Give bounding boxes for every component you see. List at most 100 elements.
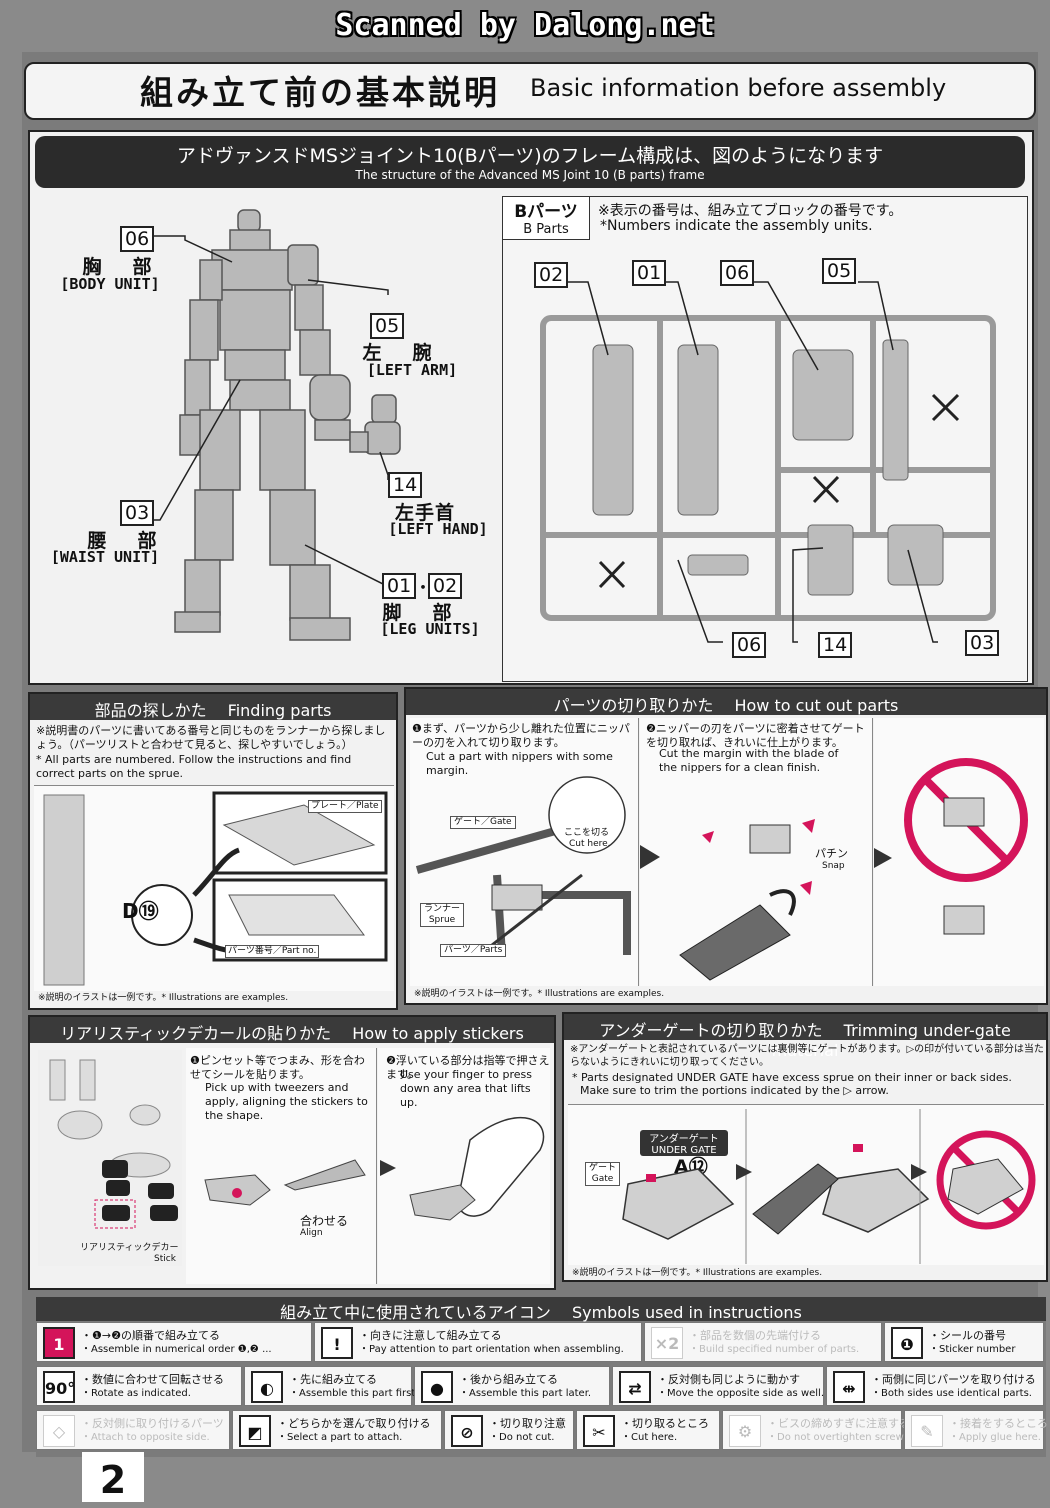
sticker-number-label-jp: ・シールの番号 (929, 1329, 1006, 1342)
sticker-sheet-illustration (49, 1059, 178, 1229)
unit-label-waist-en: [WAIST UNIT] (50, 548, 160, 566)
under-gate-heading-en: Trimming under-gate material (771, 1021, 1011, 1060)
screw-icon: ⚙ (729, 1415, 761, 1447)
icons-heading: 組み立て中に使用されているアイコン Symbols used in instru… (36, 1297, 1046, 1322)
unit-label-left-arm-en: [LEFT ARM] (366, 361, 458, 379)
cut-step2-text-en: Cut the margin with the blade of the nip… (659, 747, 839, 774)
move-opposite-label-en: ・Move the opposite side as well. (657, 1388, 825, 1399)
under-gate-badge: アンダーゲート UNDER GATE (640, 1130, 728, 1156)
runner-label-en: Sprue (428, 915, 456, 925)
do-not-cut-label-en: ・Do not cut. (489, 1432, 555, 1443)
unit-number-01: 01 (382, 573, 417, 599)
sprue-part-02 (592, 344, 634, 516)
cut-step1-text-jp: ❶まず、パーツから少し離れた位置にニッパーの刃を入れて切り取ります。 (412, 722, 630, 749)
assemble-later-label-jp: ・後から組み立てる (459, 1373, 558, 1386)
cut-parts-heading-jp: パーツの切り取りかた (553, 696, 714, 715)
attach-opposite-label-en: ・Attach to opposite side. (81, 1432, 210, 1443)
unit-number-14: 14 (388, 472, 423, 498)
no-sign-icon (904, 758, 1028, 882)
icons-heading-jp: 組み立て中に使用されているアイコン (280, 1303, 551, 1322)
icon-legend-screw: ⚙・ビスの締めすぎに注意する・Do not overtighten screws… (722, 1410, 912, 1450)
sprue-diagram-box (502, 196, 1028, 682)
select-part-icon: ◩ (239, 1415, 271, 1447)
cut-here-icon: ✂ (583, 1415, 615, 1447)
move-opposite-label-jp: ・反対側も同じように動かす (657, 1373, 800, 1386)
sprue-diagram (540, 281, 996, 643)
assemble-first-label-en: ・Assemble this part first. (289, 1388, 419, 1399)
both-sides-label-jp: ・両側に同じパーツを取り付ける (871, 1373, 1036, 1386)
sprue-part-01 (677, 344, 719, 516)
sprue-label-06-top: 06 (720, 260, 755, 286)
rotate-icon: 90° (43, 1371, 75, 1403)
icon-legend-both-sides: ⇹・両側に同じパーツを取り付ける・Both sides use identica… (826, 1366, 1044, 1406)
under-gate-text-jp: ※アンダーゲートと表記されているパーツには裏側等にゲートがあります。▷の印が付い… (570, 1044, 1044, 1068)
clean-part (943, 905, 985, 935)
sticker-step2-text-en: Use your finger to press down any area t… (400, 1068, 532, 1109)
sprue-label-06-bottom: 06 (732, 632, 767, 658)
assemble-later-label-en: ・Assemble this part later. (459, 1388, 592, 1399)
icon-legend-numerical-order: 1・❶→❷の順番で組み立てる・Assemble in numerical ord… (36, 1322, 312, 1362)
icon-legend-attach-opposite: ◇・反対側に取り付けるパーツ・Attach to opposite side. (36, 1410, 230, 1450)
runner-label-jp: ランナー (424, 904, 461, 914)
sprue-label-14: 14 (818, 632, 853, 658)
orientation-icon: ! (321, 1327, 353, 1359)
icon-legend-orientation: !・向きに注意して組み立てる・Pay attention to part ori… (314, 1322, 642, 1362)
cut-parts-heading-en: How to cut out parts (734, 696, 899, 715)
icon-legend-rotate: 90°・数値に合わせて回転させる・Rotate as indicated. (36, 1366, 242, 1406)
assemble-later-icon: ● (421, 1371, 453, 1403)
glue-icon: ✎ (911, 1415, 943, 1447)
finding-parts-illustration (43, 791, 388, 986)
select-part-label-en: ・Select a part to attach. (277, 1432, 403, 1443)
unit-label-body-en: [BODY UNIT] (60, 275, 160, 293)
align-label-en: Align (300, 1228, 323, 1238)
page-title-en: Basic information before assembly (530, 74, 947, 102)
part-number-label: パーツ番号／Part no. (225, 945, 320, 958)
sticker-number-icon: ❶ (891, 1327, 923, 1359)
cut-step2-illustration (640, 819, 815, 981)
do-not-cut-label-jp: ・切り取り注意 (489, 1417, 566, 1430)
sprue-part-05 (882, 339, 909, 481)
page-number: 2 (82, 1452, 144, 1502)
under-gate-gate-label: ゲート Gate (585, 1162, 621, 1186)
cut-step1-box (410, 718, 639, 986)
parts-label: パーツ／Parts (440, 944, 507, 957)
frame-heading-jp: アドヴァンスドMSジョイント10(Bパーツ)のフレーム構成は、図のようになります (176, 145, 884, 167)
icon-legend-do-not-cut: ⊘・切り取り注意・Do not cut. (444, 1410, 574, 1450)
frame-head (237, 209, 261, 233)
sticker-step1-text-jp: ❶ピンセット等でつまみ、形を合わせてシールを貼ります。 (190, 1054, 365, 1081)
screw-label-jp: ・ビスの締めすぎに注意する (767, 1417, 910, 1430)
cut-here-label-jp: ・切り取るところ (621, 1417, 709, 1430)
snap-sound-jp: パチン (815, 847, 848, 860)
unit-label-body-jp: 胸 部 (82, 256, 158, 278)
numerical-order-icon: 1 (43, 1327, 75, 1359)
attach-opposite-icon: ◇ (43, 1415, 75, 1447)
frame-heading-en: The structure of the Advanced MS Joint 1… (355, 168, 705, 182)
under-gate-gate-en: Gate (591, 1174, 614, 1184)
page-title-jp: 組み立て前の基本説明 (140, 73, 500, 112)
icon-legend-glue: ✎・接着をするところ・Apply glue here. (904, 1410, 1048, 1450)
unit-number-separator: ・ (414, 578, 432, 599)
gate-label: ゲート／Gate (450, 816, 516, 829)
scanner-watermark: Scanned by Dalong.net (335, 8, 715, 43)
sticker-step2-illustration (380, 1116, 545, 1221)
move-opposite-icon: ⇄ (619, 1371, 651, 1403)
icon-legend-assemble-later: ● ・後から組み立てる・Assemble this part later. (414, 1366, 610, 1406)
under-gate-text-en2: Make sure to trim the portions indicated… (580, 1084, 889, 1097)
sprue-title-en: B Parts (523, 222, 569, 237)
unit-label-left-hand-en: [LEFT HAND] (388, 520, 488, 538)
under-gate-heading: アンダーゲートの切り取りかた Trimming under-gate mater… (564, 1014, 1046, 1060)
assemble-first-label-jp: ・先に組み立てる (289, 1373, 377, 1386)
sticker-sheet-label-jp: リアリスティックデカー (80, 1243, 179, 1253)
finding-parts-heading: 部品の探しかた Finding parts (30, 694, 396, 720)
snap-sound-en: Snap (822, 861, 845, 871)
sprue-note-en: *Numbers indicate the assembly units. (600, 218, 873, 234)
sticker-step1-illustration (204, 1159, 366, 1206)
glue-label-jp: ・接着をするところ (949, 1417, 1048, 1430)
under-gate-badge-jp: アンダーゲート (649, 1134, 719, 1145)
under-gate-illustration (622, 1109, 1036, 1264)
sticker-number-label-en: ・Sticker number (929, 1344, 1016, 1355)
sticker-sheet-label-en: Stick (154, 1254, 176, 1264)
finding-parts-text-en: * All parts are numbered. Follow the ins… (36, 753, 352, 780)
cut-here-label-en: ・Cut here. (621, 1432, 678, 1443)
unit-number-03: 03 (120, 500, 155, 526)
